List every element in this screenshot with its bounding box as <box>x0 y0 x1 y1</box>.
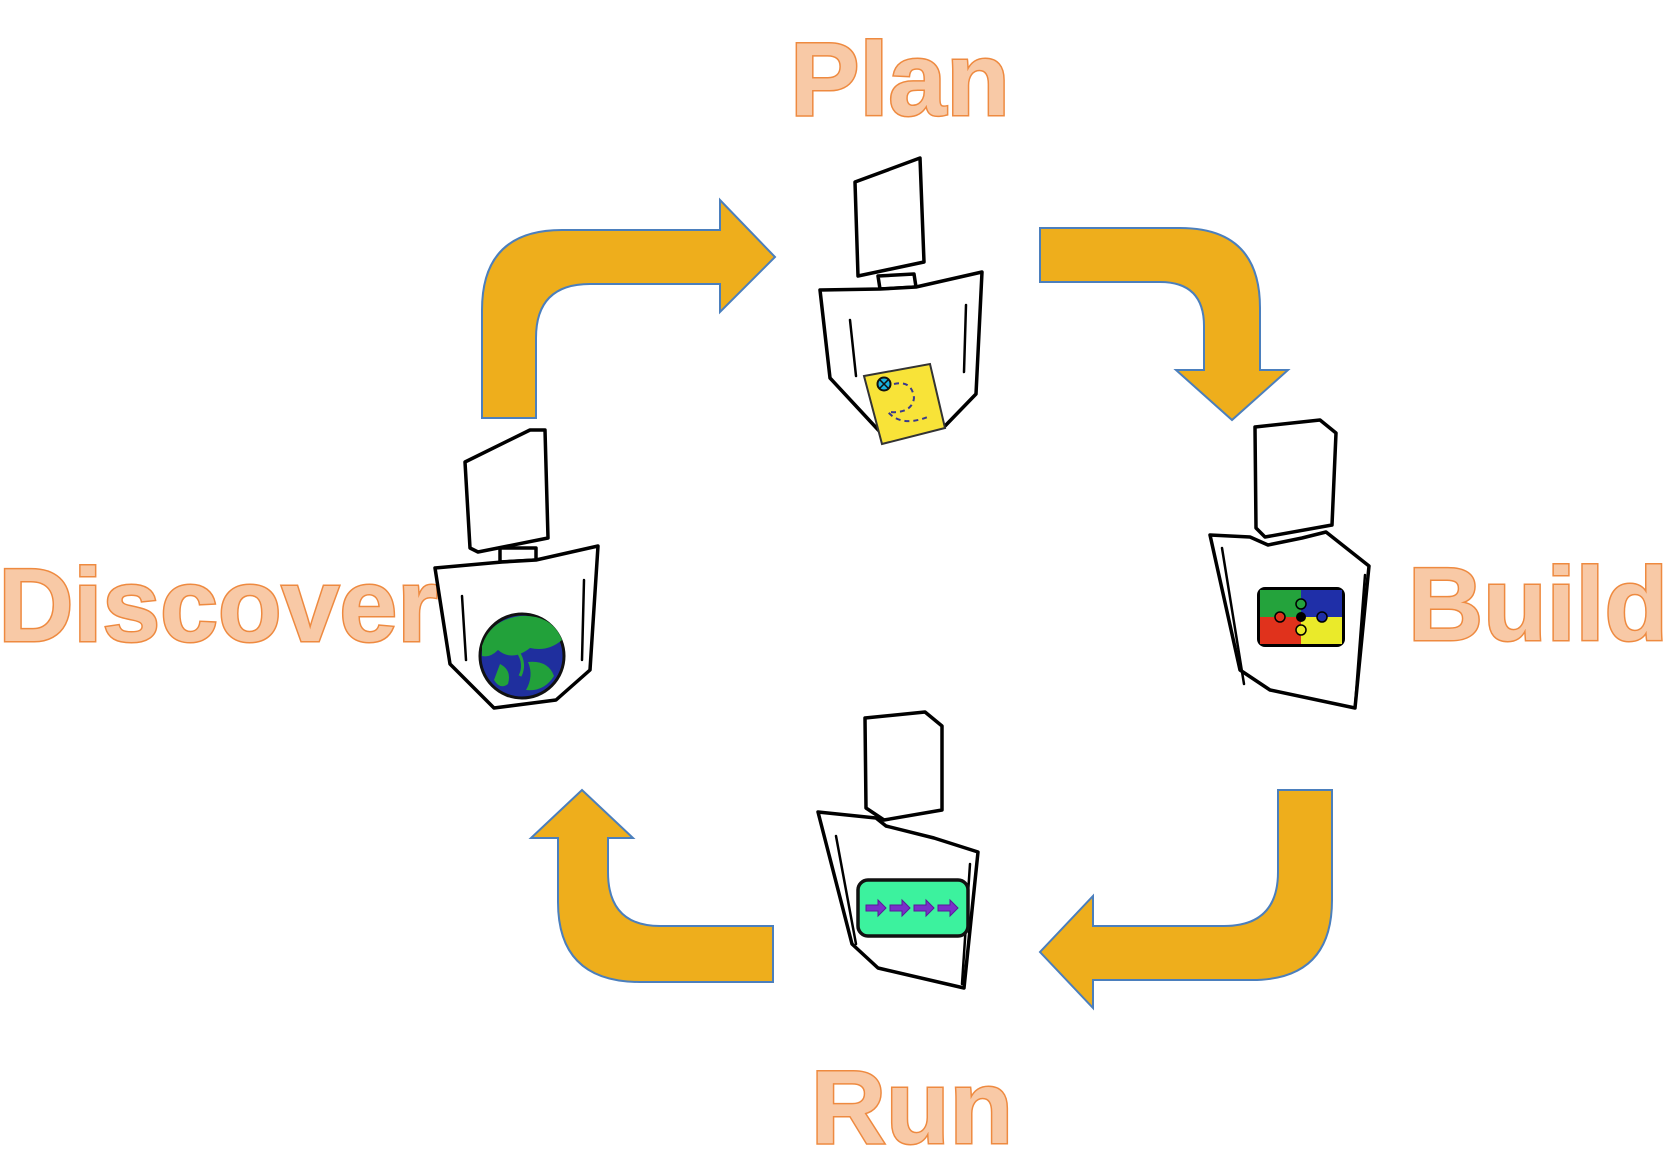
stage-label-plan: Plan <box>790 22 1010 138</box>
stage-label-run: Run <box>811 1050 1013 1166</box>
person-discover <box>433 428 600 710</box>
puzzle-icon <box>1257 587 1345 647</box>
globe-icon <box>478 612 566 700</box>
arrow-flow-icon <box>856 878 970 938</box>
treasure-map-icon <box>862 362 947 446</box>
arrow-discover-to-plan <box>481 197 777 419</box>
stage-label-build: Build <box>1408 547 1666 663</box>
person-build <box>1208 418 1371 710</box>
arrow-build-to-run <box>1038 789 1333 1011</box>
stage-label-discover: Discover <box>0 548 438 664</box>
person-plan <box>818 156 984 446</box>
arrow-run-to-discover <box>528 788 774 983</box>
arrow-plan-to-build <box>1039 227 1291 422</box>
person-run <box>816 710 980 990</box>
